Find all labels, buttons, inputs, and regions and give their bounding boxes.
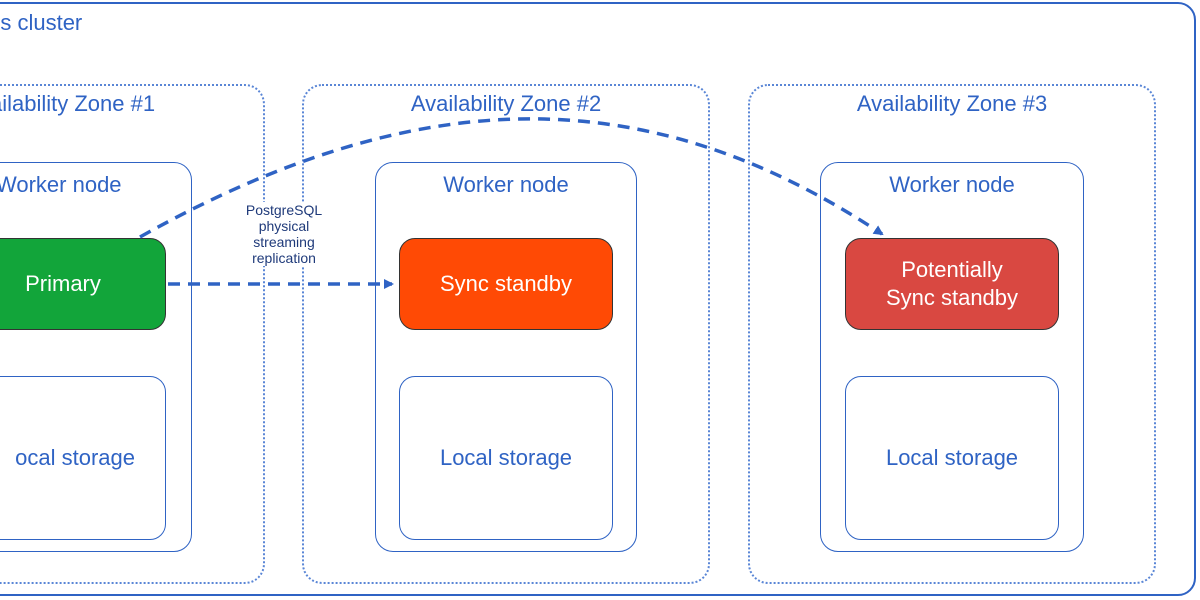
- primary-db-label: Primary: [25, 270, 101, 298]
- zone-3-title: Availability Zone #3: [856, 91, 1048, 116]
- local-storage-1-label: ocal storage: [15, 445, 135, 470]
- local-storage-3: Local storage: [845, 376, 1059, 540]
- availability-zone-2: [302, 84, 710, 584]
- potential-sync-standby-db-label-line-1: Potentially: [901, 257, 1003, 282]
- local-storage-2-label: Local storage: [439, 445, 573, 470]
- sync-standby-db: Sync standby: [399, 238, 613, 330]
- replication-label-line-3: streaming: [253, 234, 315, 250]
- primary-db-label-line: Primary: [25, 271, 101, 296]
- sync-standby-db-label: Sync standby: [440, 270, 572, 298]
- replication-label-line-1: PostgreSQL: [245, 202, 323, 218]
- potential-sync-standby-db-label-line-2: Sync standby: [885, 285, 1019, 310]
- primary-db: Primary: [0, 238, 166, 330]
- potential-sync-standby-db: Potentially Sync standby: [845, 238, 1059, 330]
- replication-label-line-4: replication: [252, 250, 316, 266]
- worker-node-2-title: Worker node: [443, 172, 569, 197]
- cluster-title: tes cluster: [0, 10, 83, 35]
- local-storage-2: Local storage: [399, 376, 613, 540]
- replication-label: PostgreSQL physical streaming replicatio…: [222, 202, 346, 266]
- potential-sync-standby-db-label: Potentially Sync standby: [886, 256, 1018, 312]
- zone-1-title: ailability Zone #1: [0, 91, 156, 116]
- worker-node-1-title: Worker node: [0, 172, 122, 197]
- availability-zone-1: [0, 84, 265, 584]
- local-storage-1: ocal storage: [0, 376, 166, 540]
- zone-2-title: Availability Zone #2: [410, 91, 602, 116]
- availability-zone-3: [748, 84, 1156, 584]
- sync-standby-db-label-line: Sync standby: [439, 271, 573, 296]
- replication-label-line-2: physical: [258, 218, 310, 234]
- local-storage-3-label: Local storage: [885, 445, 1019, 470]
- worker-node-3-title: Worker node: [889, 172, 1015, 197]
